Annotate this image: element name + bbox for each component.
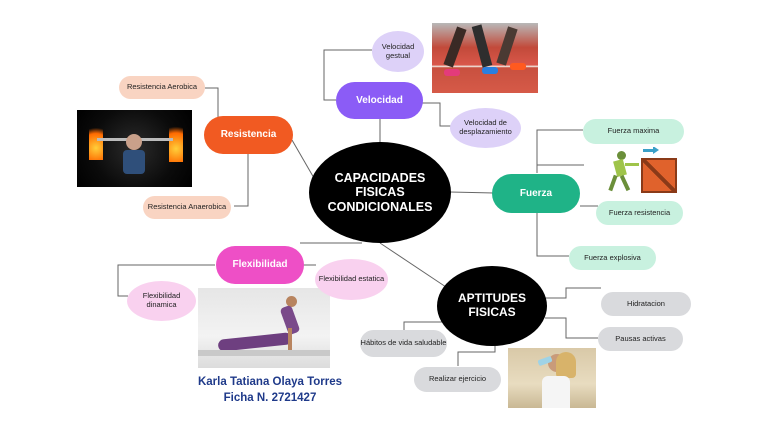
sub-flexibilidad-dinamica: Flexibilidad dinamica	[127, 281, 196, 321]
sub-fuerza-maxima: Fuerza maxima	[583, 119, 684, 144]
sub-realizar-ejercicio-label: Realizar ejercicio	[428, 374, 487, 384]
branch-fuerza-label: Fuerza	[519, 187, 553, 199]
man-pushing-crate-illustration	[603, 147, 679, 195]
central-node: CAPACIDADES FISICAS CONDICIONALES	[309, 142, 451, 243]
branch-resistencia-label: Resistencia	[220, 129, 277, 141]
sub-resistencia-anaerobica-label: Resistencia Anaerobica	[147, 202, 227, 212]
sub-resistencia-aerobica: Resistencia Aerobica	[119, 76, 205, 99]
sub-hidratacion: Hidratacion	[601, 292, 691, 316]
aptitudes-node: APTITUDES FISICAS	[437, 266, 547, 346]
sub-fuerza-explosiva: Fuerza explosiva	[569, 246, 656, 270]
sub-flexibilidad-estatica: Flexibilidad estatica	[315, 259, 388, 300]
author-ficha: Ficha N. 2721427	[223, 391, 317, 404]
aptitudes-node-label: APTITUDES FISICAS	[457, 291, 526, 319]
sub-pausas-activas-label: Pausas activas	[615, 333, 666, 343]
branch-velocidad-label: Velocidad	[356, 94, 403, 106]
sub-fuerza-maxima-label: Fuerza maxima	[607, 126, 660, 136]
sub-resistencia-aerobica-label: Resistencia Aerobica	[126, 82, 198, 92]
central-node-label: CAPACIDADES FISICAS CONDICIONALES	[327, 170, 433, 214]
sub-flexibilidad-estatica-label: Flexibilidad estatica	[318, 274, 385, 284]
branch-fuerza: Fuerza	[492, 174, 580, 213]
sub-fuerza-resistencia: Fuerza resistencia	[596, 201, 683, 225]
sub-flexibilidad-dinamica-label: Flexibilidad dinamica	[142, 291, 181, 309]
branch-flexibilidad: Flexibilidad	[216, 246, 304, 284]
woman-drinking-water-photo	[508, 348, 596, 408]
sub-velocidad-gestual-label: Velocidad gestual	[381, 41, 415, 60]
sub-velocidad-desplazamiento: Velocidad de desplazamiento	[450, 108, 521, 148]
sub-realizar-ejercicio: Realizar ejercicio	[414, 367, 501, 392]
sub-fuerza-resistencia-label: Fuerza resistencia	[608, 207, 671, 217]
branch-flexibilidad-label: Flexibilidad	[232, 259, 288, 271]
sub-velocidad-gestual: Velocidad gestual	[372, 31, 424, 72]
author-name: Karla Tatiana Olaya Torres	[197, 376, 343, 388]
sub-habitos-vida-saludable-label: Hábitos de vida saludable	[360, 338, 447, 348]
sub-habitos-vida-saludable: Hábitos de vida saludable	[360, 330, 447, 357]
sub-resistencia-anaerobica: Resistencia Anaerobica	[143, 196, 231, 219]
woman-yoga-cobra-photo	[198, 288, 330, 368]
weightlifter-fire-photo	[77, 110, 192, 187]
runners-track-photo	[432, 23, 538, 93]
sub-velocidad-desplazamiento-label: Velocidad de desplazamiento	[459, 118, 512, 136]
sub-hidratacion-label: Hidratacion	[627, 298, 665, 308]
branch-resistencia: Resistencia	[204, 116, 293, 154]
sub-pausas-activas: Pausas activas	[598, 327, 683, 351]
branch-velocidad: Velocidad	[336, 82, 423, 119]
sub-fuerza-explosiva-label: Fuerza explosiva	[584, 252, 641, 262]
author-credit: Karla Tatiana Olaya Torres Ficha N. 2721…	[185, 375, 355, 406]
